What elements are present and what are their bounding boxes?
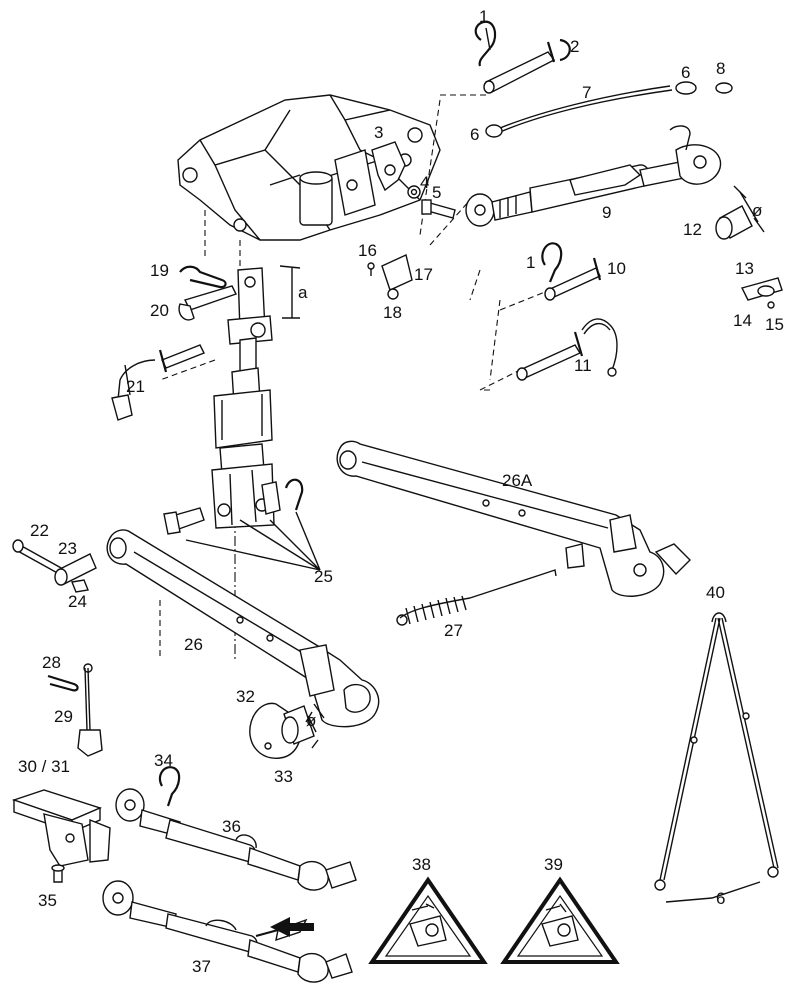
label-part-40: 40: [706, 583, 725, 602]
check-chain-spring-27: [396, 569, 557, 626]
label-part-15: 15: [765, 315, 784, 334]
label-part-1: 1: [479, 7, 489, 26]
label-part-19: 19: [150, 261, 169, 280]
label-part-2: 2: [570, 37, 580, 56]
linch-pin-1b: [541, 242, 563, 283]
label-part-25: 25: [314, 567, 333, 586]
label-part-30-31: 30 / 31: [18, 757, 70, 776]
label-part-6: 6: [681, 63, 691, 82]
pin-2: [483, 38, 571, 94]
label-part-16: 16: [358, 241, 377, 260]
label-part-38: 38: [412, 855, 431, 874]
lift-rod: [211, 265, 301, 529]
label-part-39: 39: [544, 855, 563, 874]
chain-29: [77, 663, 103, 757]
label-part-37: 37: [192, 957, 211, 976]
bolt-5: [421, 199, 456, 219]
check-chain-40: [654, 612, 779, 903]
bracket-3: [371, 141, 406, 192]
label-part-34: 34: [154, 751, 173, 770]
arrow-icon: [270, 917, 314, 937]
label-part-11: 11: [574, 356, 592, 375]
nut-24: [71, 579, 89, 593]
label-part-26: 26: [184, 635, 203, 654]
lower-link-26: [106, 529, 380, 728]
label-part-3: 3: [374, 123, 384, 142]
pin-chain-11: [516, 318, 618, 381]
label-part-20: 20: [150, 301, 169, 320]
label-part-14: 14: [733, 311, 752, 330]
label-part-29: 29: [54, 707, 73, 726]
stabilizer-37: [102, 880, 353, 983]
label-part-9: 9: [602, 203, 612, 222]
label-part-10: 10: [607, 259, 626, 278]
label-part-17: 17: [414, 265, 433, 284]
plate-13: [740, 277, 783, 309]
stabilizer-chain-7: [485, 81, 697, 138]
pin-20: [178, 285, 237, 321]
label-part-4: 4: [420, 173, 430, 192]
dimension-marks: [305, 711, 319, 749]
pins-25: [163, 478, 321, 571]
label-part-5: 5: [432, 183, 442, 202]
pin-10: [544, 257, 602, 301]
label-part-27: 27: [444, 621, 463, 640]
bolt-35: [51, 864, 65, 883]
clip-28: [47, 674, 79, 692]
diameter-symbol-12: ø: [752, 201, 763, 220]
warning-sign-39: [500, 876, 620, 964]
linch-pin-34: [158, 766, 181, 807]
label-part-21: 21: [126, 377, 145, 396]
bracket-30-31: [11, 789, 111, 867]
label-part-23: 23: [58, 539, 77, 558]
diameter-symbol-32: ø: [306, 711, 317, 730]
sleeve-23: [54, 553, 97, 586]
warning-sign-38: [368, 876, 488, 964]
label-part-8: 8: [716, 59, 726, 78]
clip-19: [179, 265, 227, 289]
label-part-33: 33: [274, 767, 293, 786]
label-part-22: 22: [30, 521, 49, 540]
label-part-36: 36: [222, 817, 241, 836]
axle-housing: [177, 94, 441, 241]
label-part-7: 7: [582, 83, 592, 102]
linch-pin-1: [474, 20, 497, 67]
label-part-6b: 6: [470, 125, 480, 144]
pin-chain-21: [111, 344, 205, 421]
label-part-6c: 6: [716, 889, 726, 908]
label-part-35: 35: [38, 891, 57, 910]
label-dimension-a: a: [298, 283, 308, 302]
washer-4: [407, 185, 421, 199]
sleeve-12: [715, 185, 765, 240]
label-part-26A: 26A: [502, 471, 533, 490]
top-link-9: [465, 125, 722, 227]
bush-32-33: [249, 702, 325, 759]
label-part-13: 13: [735, 259, 754, 278]
label-part-18: 18: [383, 303, 402, 322]
label-part-1b: 1: [526, 253, 536, 272]
lower-link-26A: [336, 440, 691, 597]
label-part-12: 12: [683, 220, 702, 239]
stabilizer-36: [115, 788, 357, 891]
ring-8: [715, 82, 733, 94]
label-part-32: 32: [236, 687, 255, 706]
label-part-28: 28: [42, 653, 61, 672]
clip-16-17-18: [367, 254, 413, 300]
label-part-24: 24: [68, 592, 87, 611]
